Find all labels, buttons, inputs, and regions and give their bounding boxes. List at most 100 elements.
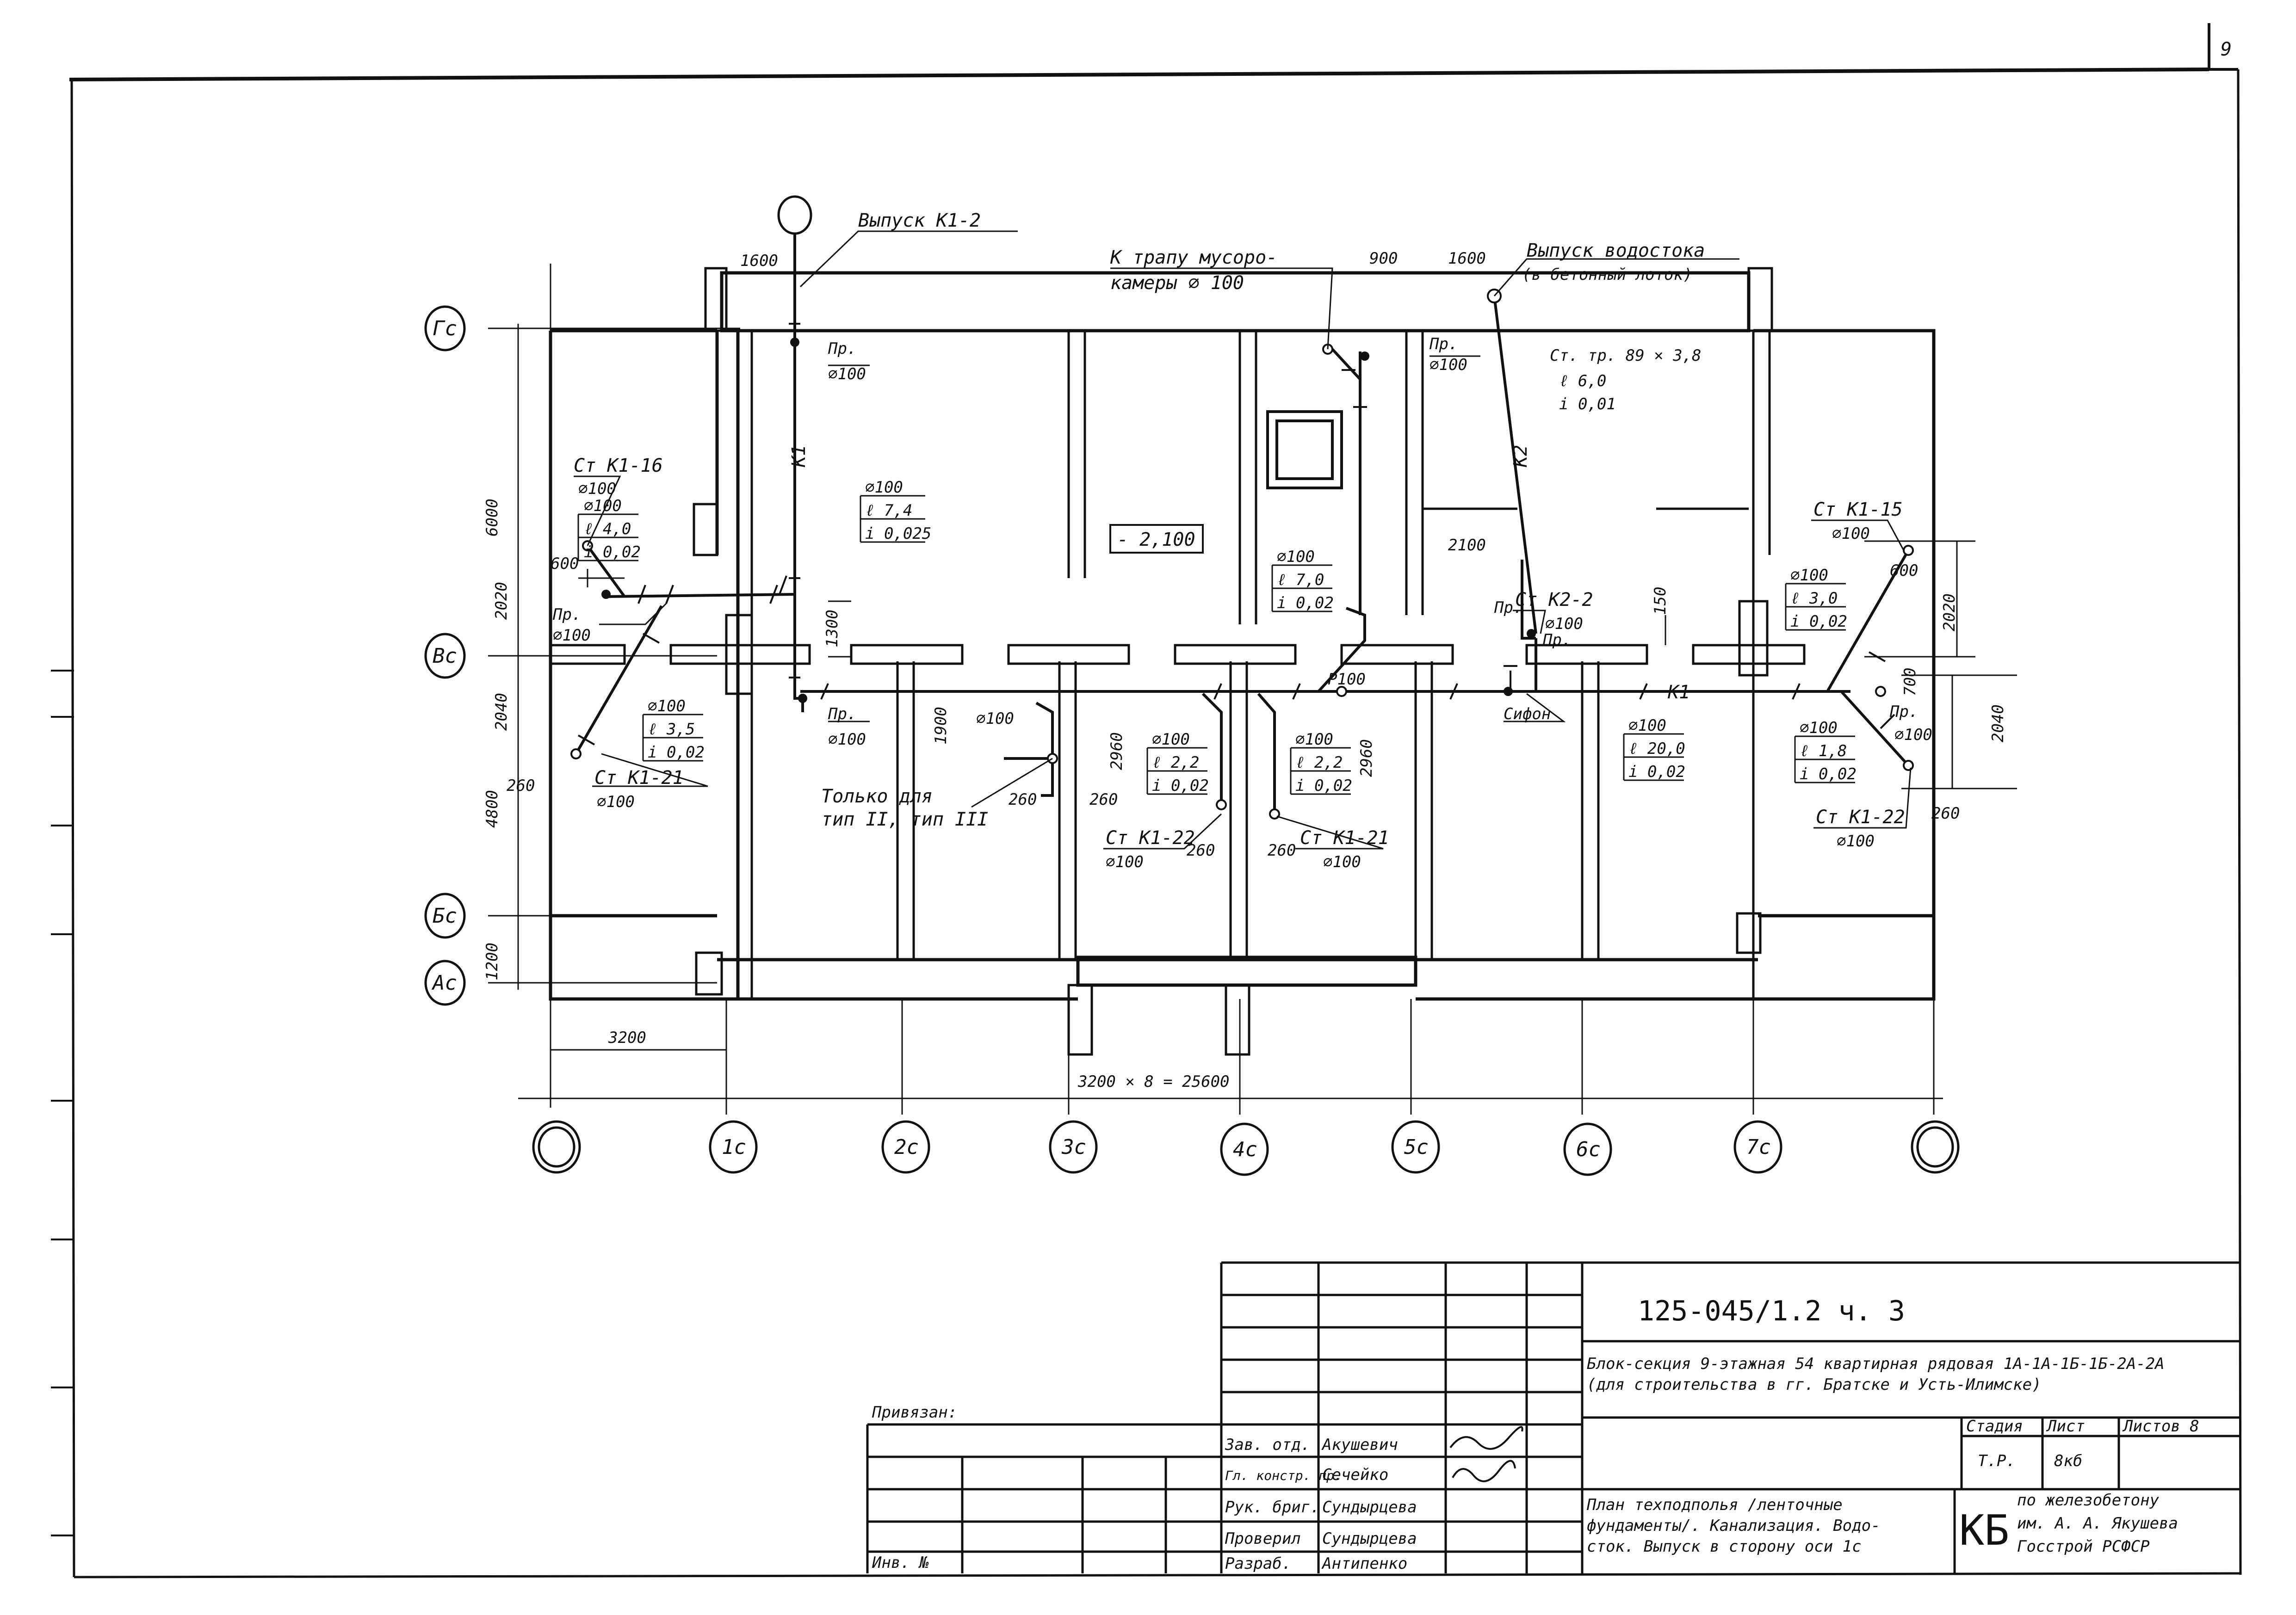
axis-label-1: 1с <box>722 1135 746 1159</box>
tb-org-3: Госстрой РСФСР <box>2017 1537 2150 1556</box>
elevation-mark: - 2,100 <box>1117 529 1195 550</box>
axis-label-2: 2с <box>894 1135 919 1159</box>
label-pr2: Пр. <box>1429 335 1458 353</box>
tb-name-4: Сундырцева <box>1322 1529 1417 1548</box>
label-outlet-k12: Выпуск К1-2 <box>858 210 981 231</box>
spec-6-d: ⌀100 <box>1295 730 1333 749</box>
label-sifon: Сифон <box>1504 705 1551 723</box>
spec-3-d: ⌀100 <box>648 697 686 715</box>
spec-6-i: i 0,02 <box>1295 777 1352 795</box>
axis-labels: Гс Вс Бс Ас 1с 2с 3с 4с 5с 6с 7с <box>431 317 1771 1161</box>
dimension-texts: 6000 2020 2040 4800 1200 3200 3200 × 8 =… <box>483 249 2007 1091</box>
axis-label-7: 7с <box>1746 1135 1771 1159</box>
label-p100: Р100 <box>1328 670 1366 689</box>
tb-drawing-title-1: План техподполья /ленточные <box>1586 1496 1843 1514</box>
label-trap-line2: камеры ⌀ 100 <box>1110 272 1244 294</box>
tb-role-2: Гл. констр. пр. <box>1225 1468 1342 1483</box>
tb-org-logo: КБ <box>1959 1506 2009 1555</box>
riser-labels: Ст К1-16 ⌀100 Ст К1-21 ⌀100 Ст К1-22 ⌀10… <box>574 455 1905 871</box>
axis-label-B: Бс <box>433 904 457 928</box>
label-st-tr: Ст. тр. 89 × 3,8 <box>1550 346 1702 365</box>
tb-sheets-header: Листов 8 <box>2122 1417 2199 1436</box>
tb-sheet-value: 8кб <box>2054 1452 2082 1470</box>
label-pr7-d: ⌀100 <box>1894 726 1932 744</box>
riser-k1-22b: Ст К1-22 <box>1816 807 1905 828</box>
label-pr3: Пр. <box>552 605 581 624</box>
label-only-for-2: тип II, тип III <box>821 809 988 830</box>
label-drain-outlet: Выпуск водостока <box>1527 240 1705 261</box>
pipe-labels: Выпуск К1-2 К трапу мусоро- камеры ⌀ 100… <box>552 210 1932 830</box>
spec-2-d: ⌀100 <box>865 478 903 497</box>
axis-label-4: 4с <box>1233 1138 1257 1161</box>
pipe-spec-texts: ⌀100 ℓ 4,0 i 0,02 ⌀100 ℓ 7,4 i 0,025 ⌀10… <box>584 478 1857 795</box>
riser-k1-16: Ст К1-16 <box>574 455 663 476</box>
spec-6-l: ℓ 2,2 <box>1295 753 1343 772</box>
elevation-box <box>1109 524 1204 554</box>
tb-drawing-title-2: фундаменты/. Канализация. Водо- <box>1587 1516 1881 1535</box>
tb-role-1: Зав. отд. <box>1225 1436 1310 1454</box>
signatures <box>1449 1426 1523 1482</box>
label-pr4-d: ⌀100 <box>828 730 866 749</box>
label-pr3-d: ⌀100 <box>553 626 591 645</box>
spec-4-i: i 0,02 <box>1277 594 1334 612</box>
label-only-for-1: Только для <box>821 786 933 807</box>
axis-bubbles <box>424 195 1960 1176</box>
dim-left-1200: 1200 <box>483 943 501 980</box>
leader-lines <box>574 230 2017 850</box>
tb-role-4: Проверил <box>1225 1529 1301 1548</box>
tb-org-2: им. А. А. Якушева <box>2017 1514 2178 1533</box>
dim-top-900: 900 <box>1369 249 1398 268</box>
label-st-tr-i: i 0,01 <box>1559 395 1616 413</box>
tb-role-3: Рук. бриг. <box>1225 1498 1320 1516</box>
page-number: 9 <box>2221 39 2232 60</box>
dim-260b: 260 <box>1009 790 1037 809</box>
dim-1900: 1900 <box>932 707 950 745</box>
axis-label-V: Вс <box>433 644 457 668</box>
dim-2960b: 2960 <box>1357 739 1376 777</box>
spec-4-l: ℓ 7,0 <box>1277 571 1324 589</box>
pipe-spec-tables <box>577 495 1855 795</box>
pipe-ticks <box>578 323 1895 746</box>
tb-inv: Инв. № <box>872 1553 929 1572</box>
dim-top-1600b: 1600 <box>1448 249 1486 268</box>
riser-k2-2: Ст К2-2 <box>1515 589 1593 610</box>
dim-top-1600a: 1600 <box>740 252 778 270</box>
riser-k2-2-d: ⌀100 <box>1545 615 1583 633</box>
riser-k1-16-d: ⌀100 <box>578 480 616 498</box>
riser-k1-21b-d: ⌀100 <box>1323 853 1361 871</box>
spec-5-l: ℓ 2,2 <box>1152 753 1199 772</box>
spec-4-d: ⌀100 <box>1277 548 1315 566</box>
tb-name-2: Сечейко <box>1322 1466 1388 1484</box>
spec-5-i: i 0,02 <box>1152 777 1209 795</box>
tb-role-5: Разраб. <box>1225 1554 1291 1573</box>
spec-8-l: ℓ 3,0 <box>1790 589 1838 608</box>
dim-left-4800: 4800 <box>483 790 501 828</box>
riser-k1-22b-d: ⌀100 <box>1837 832 1875 851</box>
spec-7-l: ℓ 20,0 <box>1628 740 1685 758</box>
label-pr1: Пр. <box>828 339 856 358</box>
axis-label-6: 6с <box>1576 1138 1601 1161</box>
tb-name-1: Акушевич <box>1321 1436 1398 1454</box>
spec-2-l: ℓ 7,4 <box>865 501 912 520</box>
axis-label-G: Гс <box>433 317 457 340</box>
spec-3-l: ℓ 3,5 <box>648 720 695 739</box>
sewer-pipes <box>575 234 1910 814</box>
tb-name-5: Антипенко <box>1321 1554 1407 1573</box>
title-block-grid <box>866 1261 2240 1573</box>
dim-bottom-3200: 3200 <box>608 1029 646 1047</box>
spec-9-l: ℓ 1,8 <box>1800 742 1847 760</box>
label-pr5: Пр. <box>1494 598 1522 617</box>
spec-7-i: i 0,02 <box>1628 763 1685 781</box>
tb-description-2: (для строительства в гг. Братске и Усть-… <box>1587 1375 2042 1394</box>
riser-k1-15: Ст К1-15 <box>1813 499 1903 520</box>
tb-sheet-header: Лист <box>2046 1417 2085 1436</box>
axis-label-A: Ас <box>431 971 457 995</box>
riser-k1-21b: Ст К1-21 <box>1300 827 1389 849</box>
tb-privyazan: Привязан: <box>872 1403 957 1422</box>
label-st-tr-l: ℓ 6,0 <box>1559 372 1606 390</box>
riser-k1-21a-d: ⌀100 <box>597 793 635 811</box>
axis-label-5: 5с <box>1404 1135 1429 1159</box>
signature-2 <box>1452 1460 1516 1482</box>
title-block-texts: 125-045/1.2 ч. 3 Блок-секция 9-этажная 5… <box>872 1295 2199 1573</box>
